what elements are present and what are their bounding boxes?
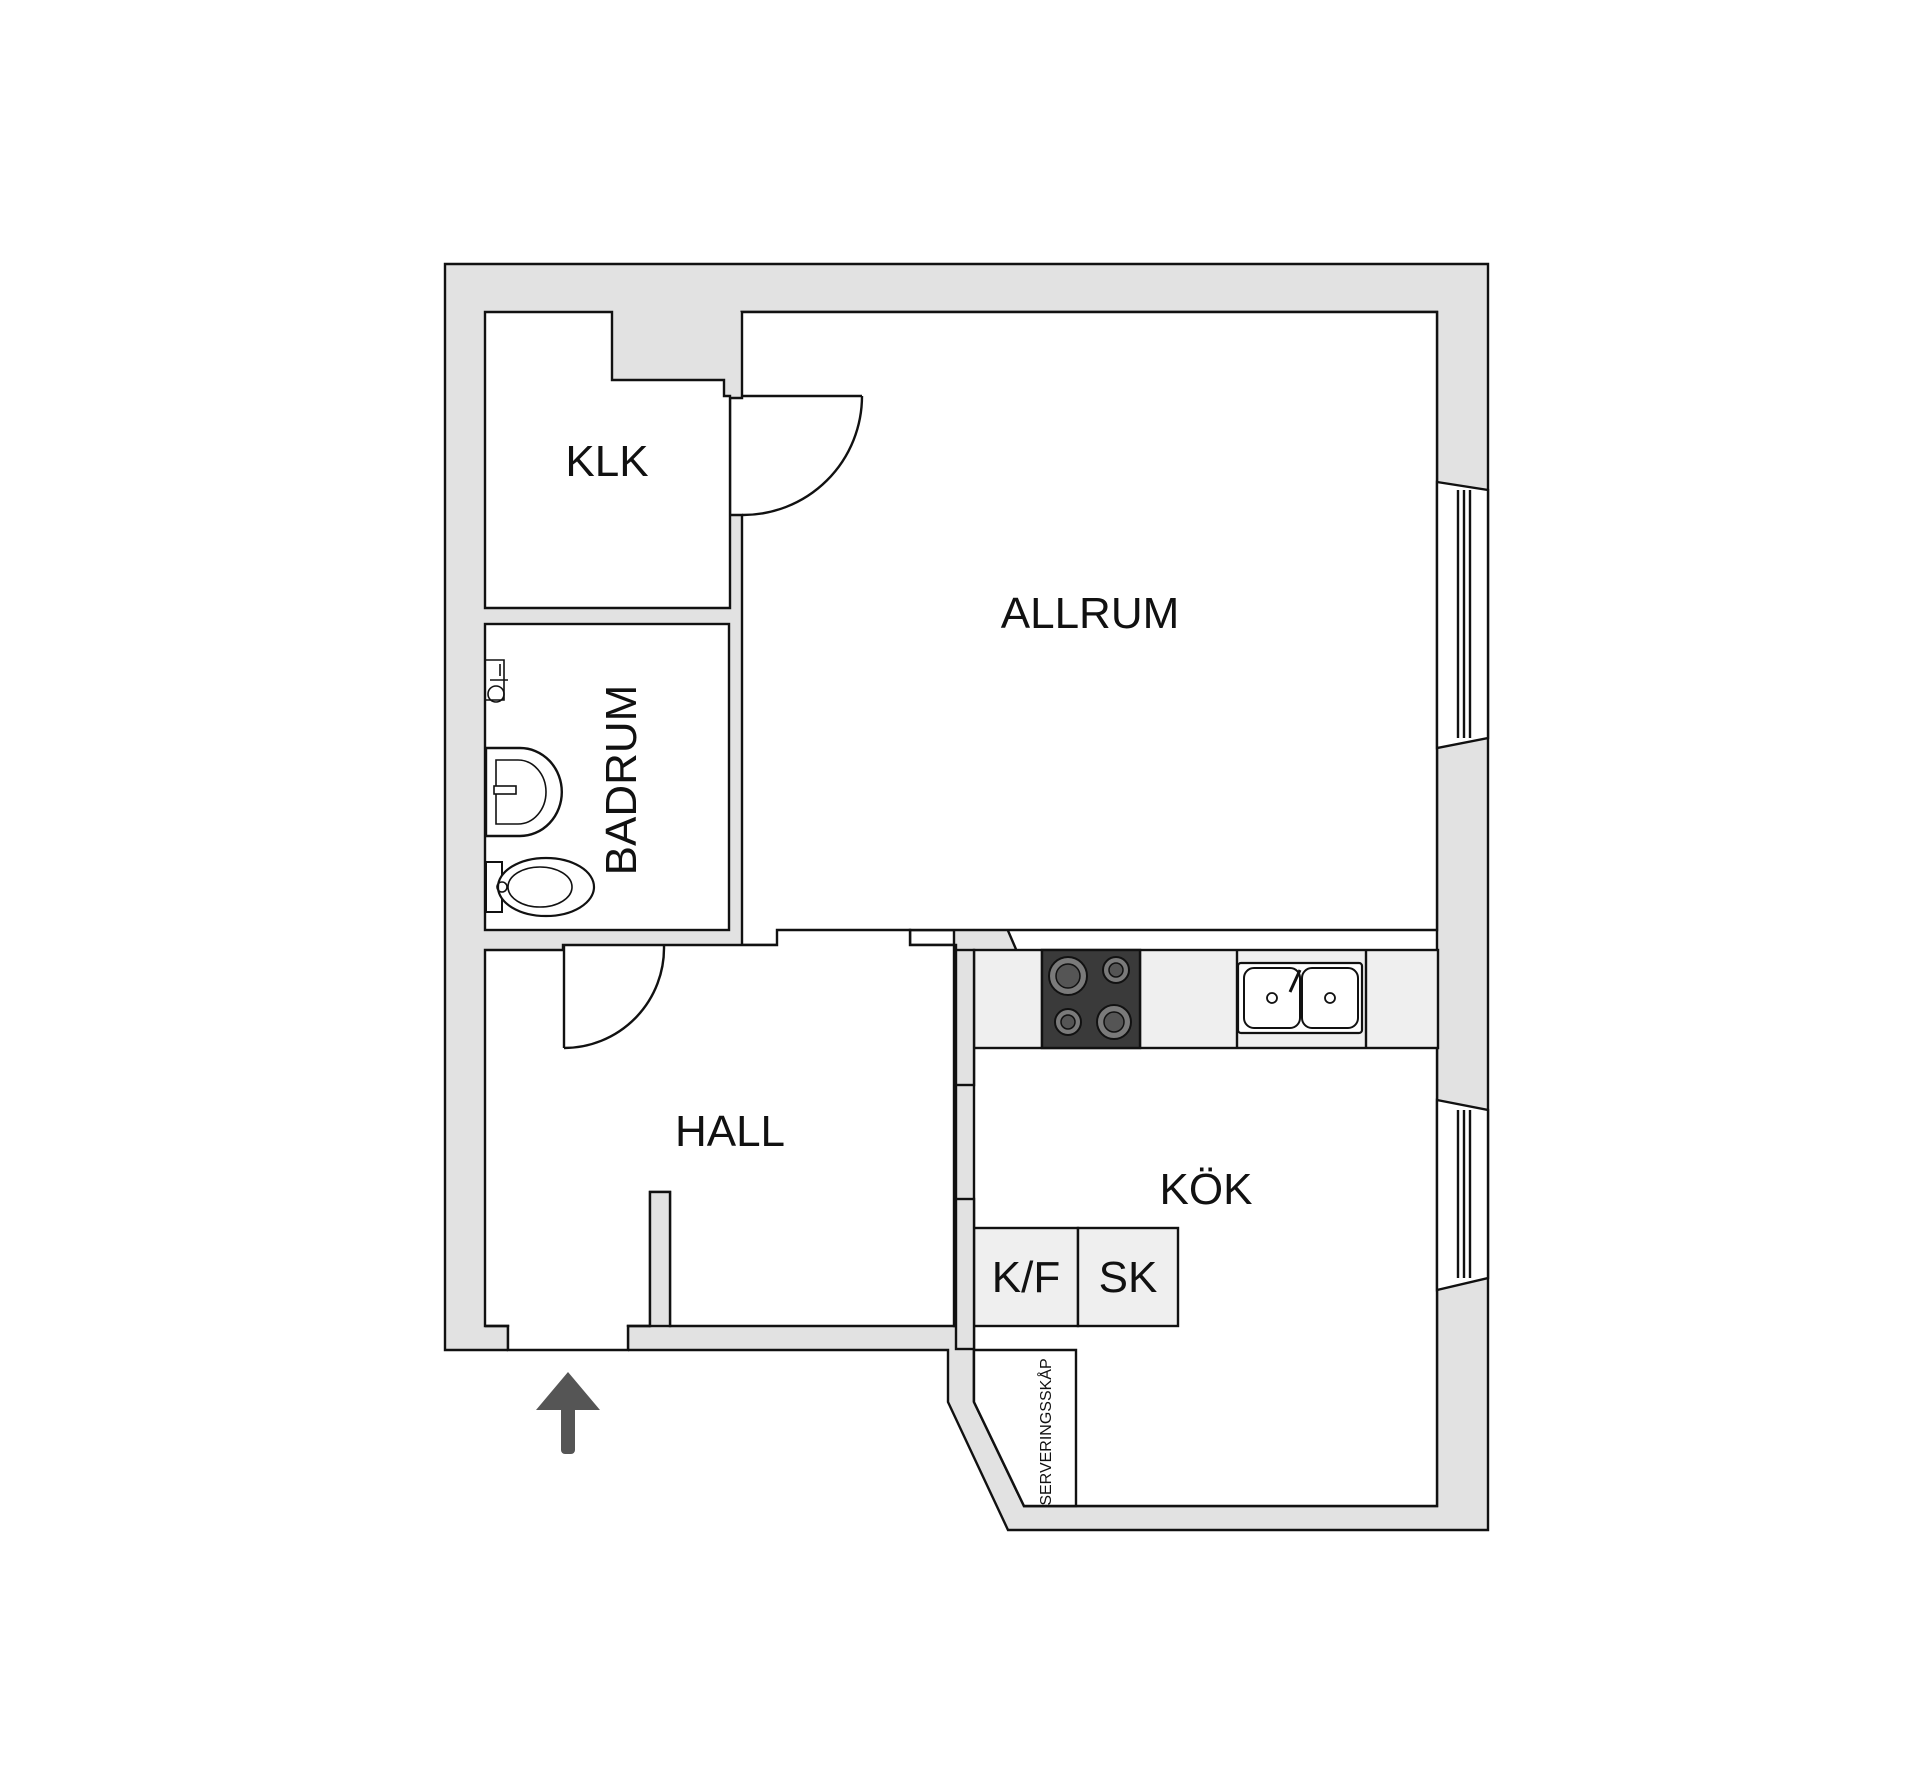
label-kf: K/F	[992, 1253, 1060, 1302]
label-sk: SK	[1099, 1253, 1158, 1302]
label-serveringsskap: SERVERINGSSKÅP	[1036, 1358, 1055, 1505]
stove-icon	[1040, 948, 1142, 1050]
entrance-arrow-icon	[536, 1372, 600, 1454]
entrance-jamb	[626, 1324, 650, 1350]
label-klk: KLK	[565, 437, 648, 486]
hall-kitchen-wall-stub	[954, 1197, 976, 1351]
toilet-icon	[485, 856, 596, 918]
label-kok: KÖK	[1160, 1165, 1253, 1214]
entrance-opening	[508, 1327, 628, 1353]
label-hall: HALL	[675, 1107, 785, 1156]
label-badrum: BADRUM	[597, 685, 646, 876]
badrum-door[interactable]	[562, 945, 666, 1050]
entrance-jamb	[485, 1324, 510, 1350]
window-kok	[1435, 1098, 1490, 1292]
label-allrum: ALLRUM	[1001, 589, 1180, 638]
fridge-freezer-cabinet	[972, 1226, 1080, 1328]
window-allrum	[1435, 480, 1490, 750]
serving-cabinet	[972, 1348, 1078, 1508]
storage-cabinet	[1076, 1226, 1180, 1328]
kitchen-wall-stub	[954, 948, 976, 1087]
room-klk	[483, 310, 732, 610]
hall-wall-stub	[648, 1190, 672, 1328]
washbasin-icon	[484, 746, 563, 838]
shower-icon	[486, 659, 508, 703]
sink-icon	[1236, 961, 1364, 1035]
klk-door[interactable]	[741, 394, 864, 517]
